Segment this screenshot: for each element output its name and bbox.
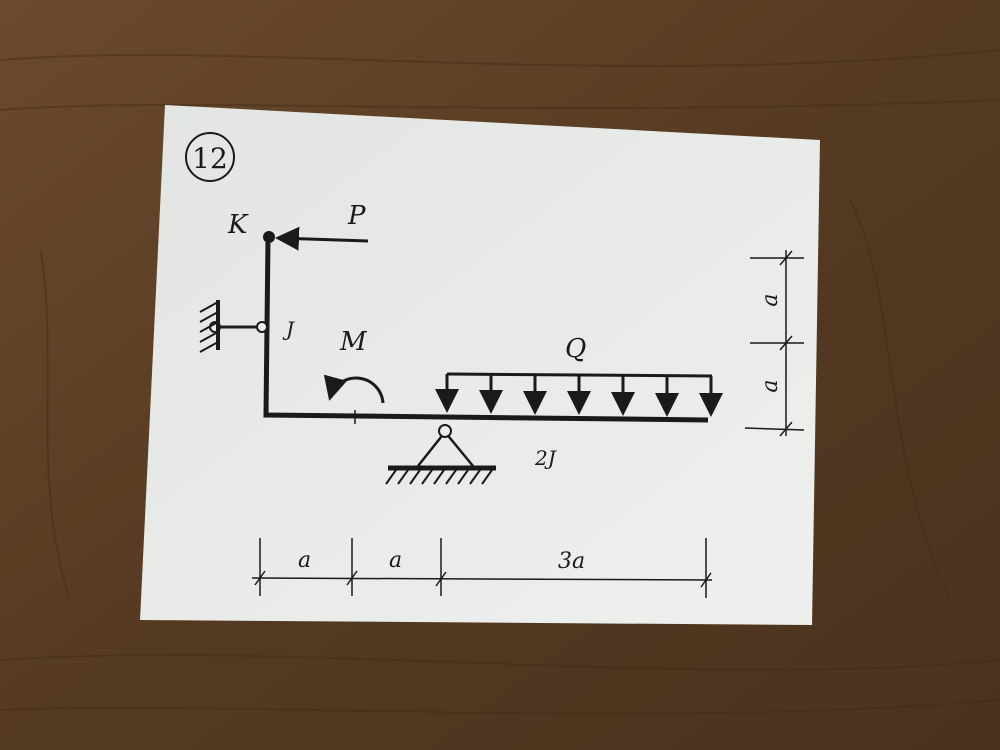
horizontal-dimension-ticks <box>254 538 712 598</box>
frame-member <box>263 237 709 423</box>
moment-m-arrow <box>323 374 385 404</box>
dimension-3a: 3a <box>558 549 585 574</box>
structural-diagram: 12 K P J M <box>185 132 805 598</box>
label-beam-stiffness: 2J <box>534 446 557 470</box>
wood-grain <box>0 49 1000 715</box>
dimension-a-2: a <box>389 548 402 573</box>
hinge-icon <box>256 321 268 333</box>
dimension-a-1: a <box>298 548 311 573</box>
node-k <box>263 231 275 243</box>
hinge-icon <box>438 424 452 438</box>
label-m: M <box>339 327 368 357</box>
paper-sheet <box>140 105 820 625</box>
label-p: P <box>347 201 366 231</box>
pin-support <box>417 431 474 467</box>
label-q: Q <box>565 334 586 364</box>
dimension-a-vertical-bottom: a <box>758 379 783 392</box>
label-column-stiffness: J <box>282 317 295 341</box>
distributed-load-arrows <box>435 374 723 417</box>
ground-hatch <box>385 469 493 485</box>
problem-number-circle <box>185 132 235 182</box>
force-p-arrow <box>275 226 369 251</box>
wall-hatch <box>199 301 219 353</box>
dimension-a-vertical-top: a <box>758 293 783 306</box>
problem-number: 12 <box>192 142 228 175</box>
horizontal-dimension-line <box>251 577 713 581</box>
label-k: K <box>227 210 249 240</box>
vertical-dimension-ticks <box>744 250 805 437</box>
